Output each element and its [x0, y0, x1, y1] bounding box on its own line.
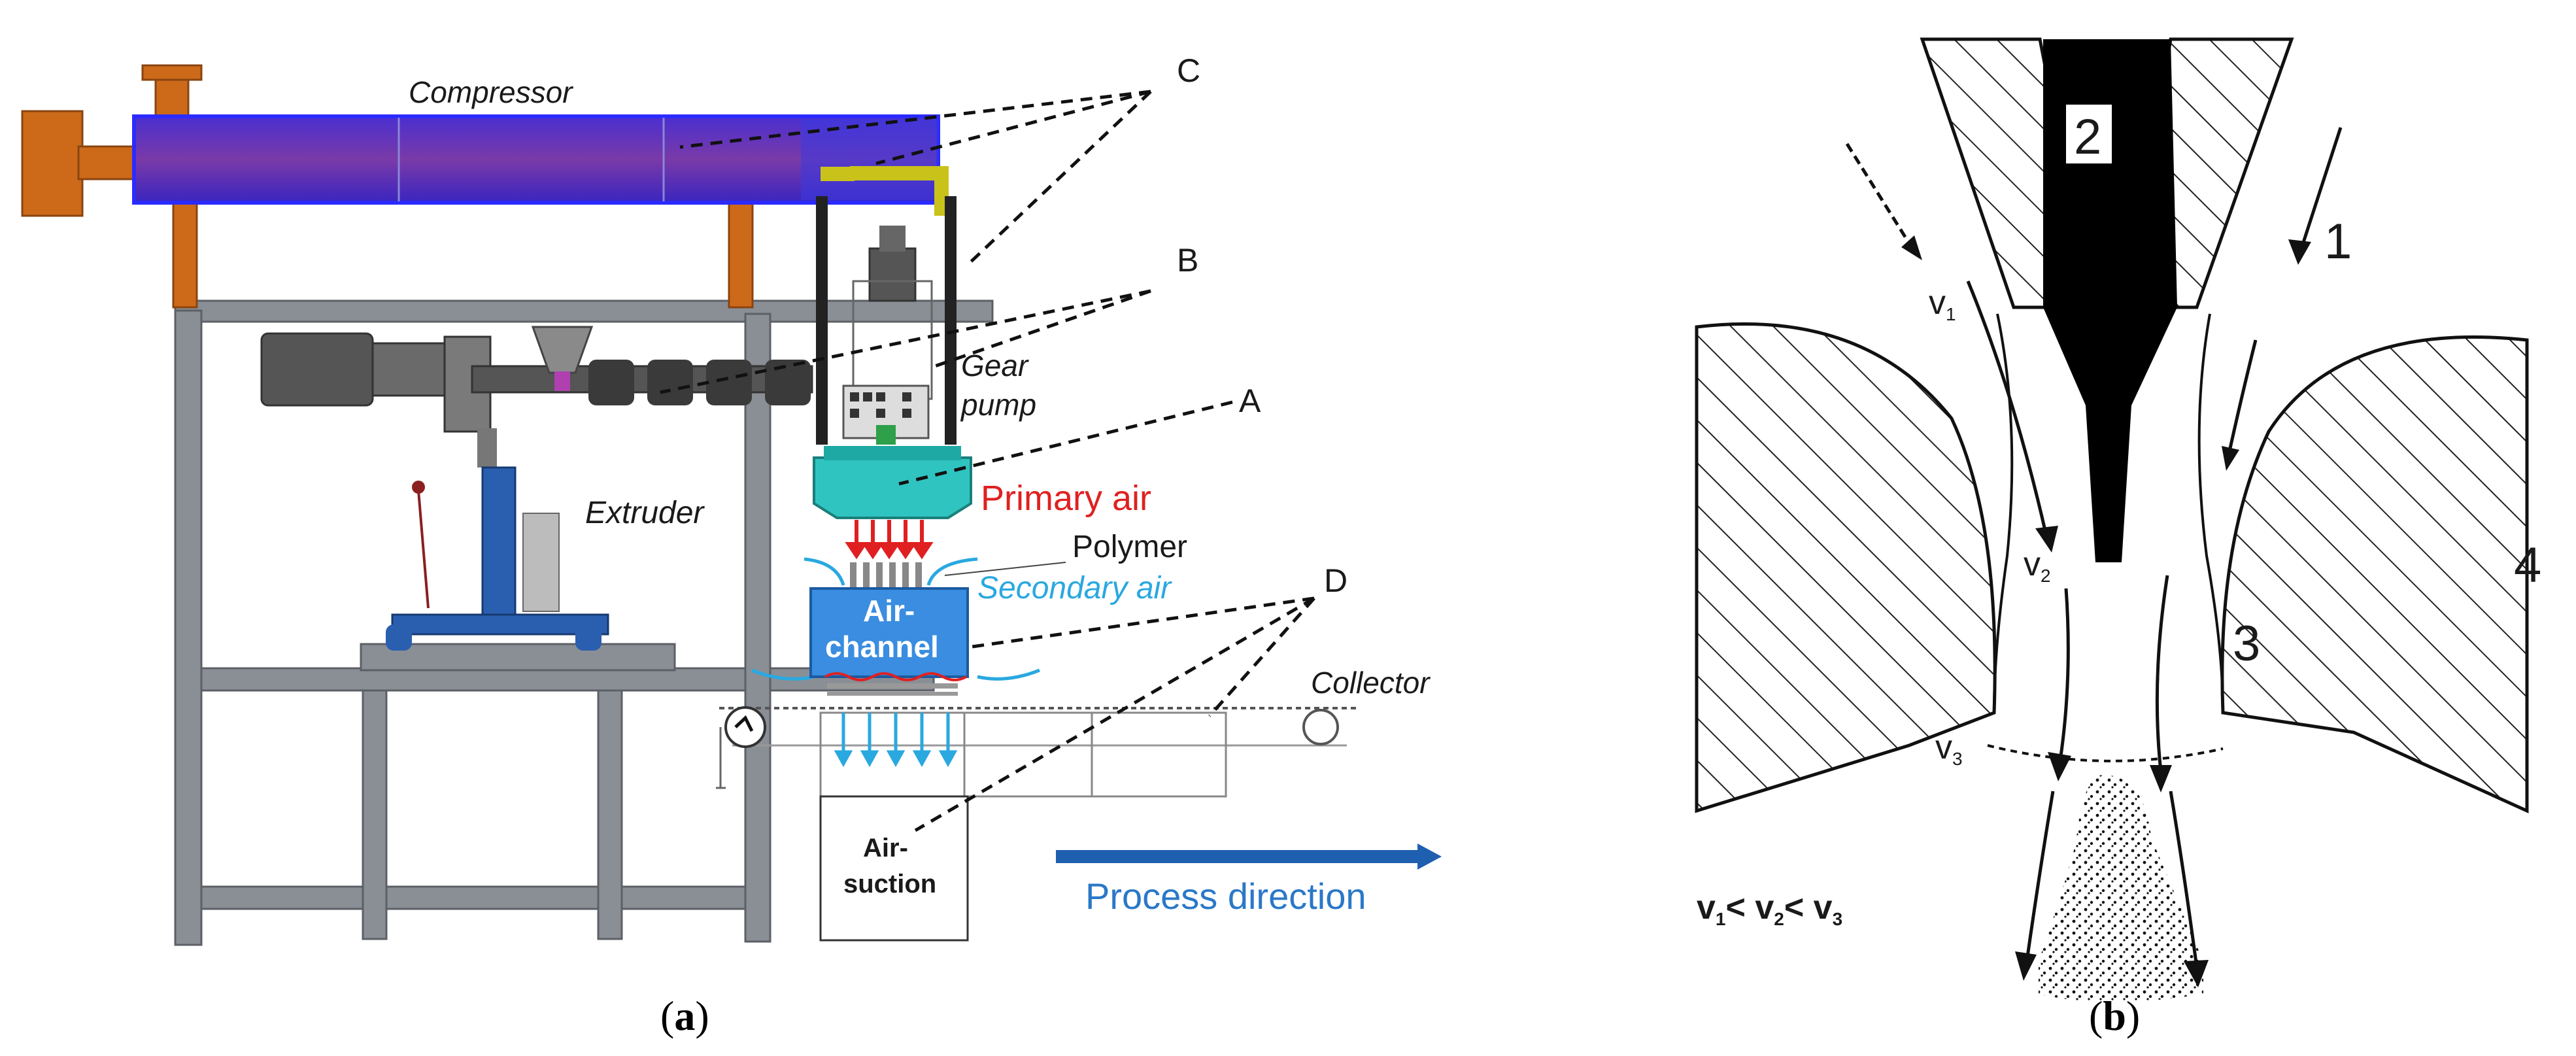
panel-b-caption: (b) [2089, 993, 2140, 1039]
label-n3: 3 [2233, 616, 2260, 672]
label-process-direction: Process direction [1085, 876, 1366, 917]
label-secondary-air: Secondary air [977, 571, 1172, 605]
machine-frame [174, 299, 994, 946]
fiber-cone [2039, 775, 2203, 1002]
air-channel-box [809, 587, 969, 678]
channel-fibers [827, 683, 958, 696]
label-collector: Collector [1311, 666, 1431, 700]
suction-arrows [834, 713, 958, 768]
label-C: C [1177, 52, 1200, 89]
arrowheads [1901, 235, 2311, 987]
primary-air-arrows [845, 520, 934, 560]
label-air-channel-2: channel [825, 630, 939, 664]
label-air-suction-1: Air- [863, 834, 908, 862]
panel-a: Compressor C B A D Gear pump Extruder Pr… [21, 52, 1442, 1039]
plane-3 [1987, 744, 2224, 762]
compressor-pipe [21, 64, 754, 309]
lower-body-left [1695, 322, 1997, 813]
label-air-suction-2: suction [843, 870, 936, 898]
flow-arrows [1845, 127, 2343, 968]
panel-a-caption: (a) [660, 993, 709, 1039]
collector-belt [716, 706, 1360, 798]
process-direction-arrow [1056, 843, 1442, 870]
label-gear: Gear [961, 349, 1029, 383]
secondary-air-arrows [751, 557, 1040, 681]
polymer-fibers [850, 562, 922, 602]
velocity-relation: v1< v2< v3 [1697, 889, 1842, 929]
label-primary-air: Primary air [981, 479, 1151, 518]
label-v3: v3 [1935, 728, 1963, 769]
panel-b: 2 1 3 4 v1 v2 v3 v1< v2< v3 (b) [1695, 37, 2541, 1039]
gear-pump-assembly [816, 196, 957, 445]
spinning-die [813, 456, 972, 519]
extruder [260, 326, 813, 651]
label-n1: 1 [2324, 214, 2352, 269]
label-air-channel-1: Air- [863, 594, 915, 628]
nozzle-2 [2043, 39, 2177, 562]
label-v2: v2 [2024, 545, 2051, 586]
label-n4: 4 [2514, 537, 2541, 593]
leader-lines [660, 90, 1315, 832]
label-v1: v1 [1929, 284, 1956, 324]
label-A: A [1239, 383, 1261, 419]
air-suction-box [819, 795, 969, 942]
label-n2: 2 [2074, 109, 2101, 165]
label-pump: pump [960, 388, 1036, 422]
label-compressor: Compressor [409, 75, 573, 109]
label-D: D [1324, 562, 1347, 599]
label-polymer: Polymer [1072, 530, 1187, 564]
label-B: B [1177, 242, 1198, 279]
label-extruder: Extruder [585, 496, 705, 530]
yellow-pipe [850, 166, 949, 216]
lower-body-right [2220, 335, 2529, 813]
